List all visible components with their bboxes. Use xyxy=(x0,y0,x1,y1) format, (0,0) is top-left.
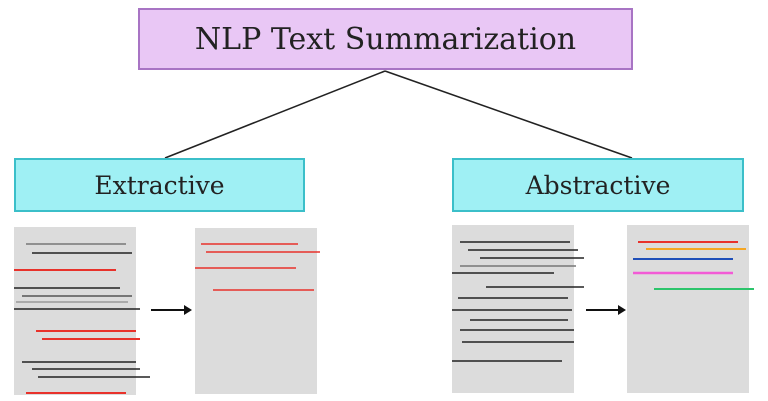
abstractive-node: Abstractive xyxy=(452,158,744,212)
extractive-arrow-icon xyxy=(151,305,192,315)
title-node: NLP Text Summarization xyxy=(138,8,633,70)
abstractive-arrow-icon xyxy=(586,305,626,315)
connector-abstractive xyxy=(384,70,633,159)
abstractive-summary-document xyxy=(627,225,754,393)
abstractive-source-document xyxy=(452,225,584,393)
extractive-summary-document xyxy=(195,228,320,394)
extractive-source-document xyxy=(14,227,150,395)
extractive-node: Extractive xyxy=(14,158,305,212)
connector-extractive xyxy=(164,70,386,159)
